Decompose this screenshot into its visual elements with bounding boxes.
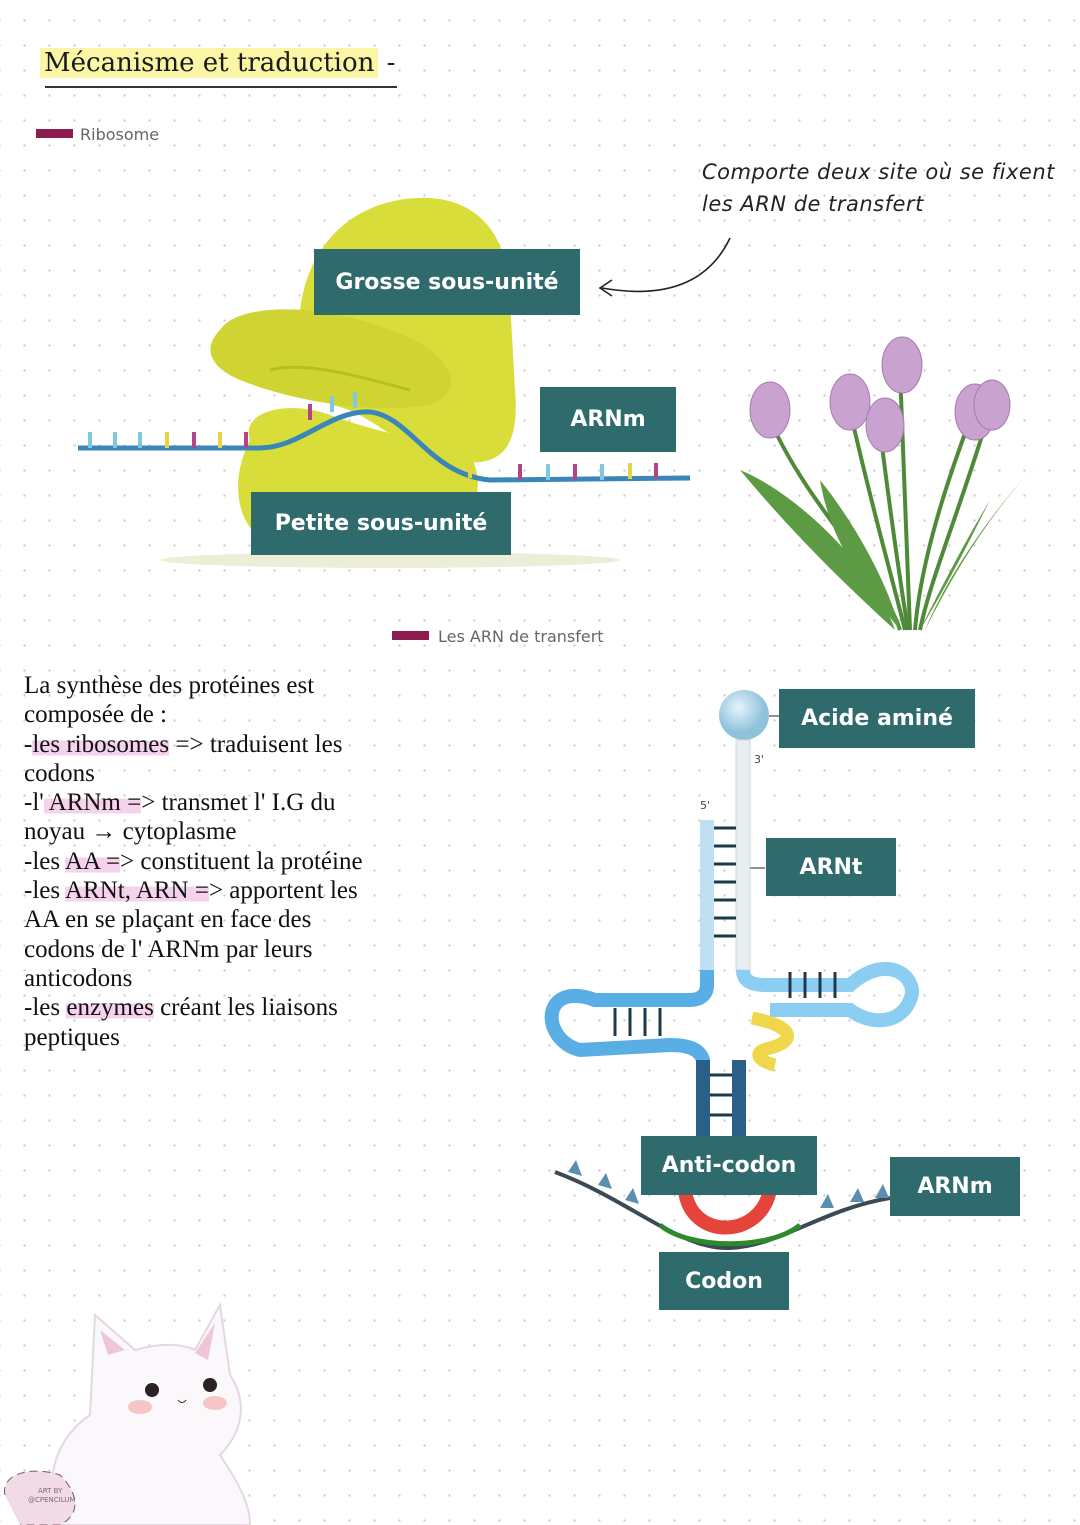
arrow-icon: [598, 237, 731, 297]
text: > constituent la protéine: [120, 847, 363, 875]
text-line: -les AA => constituent la protéine: [24, 847, 363, 876]
legend-ribosome: Ribosome: [80, 125, 160, 144]
highlight: les ribosomes: [32, 730, 170, 758]
legend-swatch: [392, 631, 429, 640]
text: -les: [24, 877, 65, 905]
label-amino-acid: Acide aminé: [779, 689, 975, 748]
page-title: Mécanisme et traduction -: [40, 48, 395, 78]
text-line: anticodons: [24, 964, 133, 992]
text: -l': [24, 789, 44, 817]
text-line: La synthèse des protéines est: [24, 672, 315, 699]
label-trna-mrna: ARNm: [890, 1157, 1020, 1216]
text: > apportent les: [208, 877, 358, 905]
title-underline: [45, 86, 397, 88]
tulips-image: [740, 336, 1050, 631]
text-line: peptiques: [24, 1023, 120, 1051]
highlight: ARNm =: [43, 789, 142, 817]
watermark-line2: @CPENCILUM: [28, 1496, 75, 1504]
label-codon: Codon: [659, 1252, 789, 1310]
label-small-subunit: Petite sous-unité: [251, 492, 511, 555]
text: > transmet l' I.G du: [141, 789, 336, 817]
text-line: -les ARNt, ARN => apportent les: [24, 876, 363, 905]
label-mrna: ARNm: [540, 387, 676, 452]
cat-illustration: ART BY @CPENCILUM: [4, 1301, 252, 1525]
text: -les: [24, 847, 65, 875]
text: => traduisent les: [169, 730, 343, 758]
text-line: codons de l' ARNm par leurs: [24, 935, 313, 963]
text: -: [24, 730, 33, 758]
highlight: AA =: [64, 847, 121, 875]
label-3-prime: 3': [754, 753, 765, 766]
text-line: noyau → cytoplasme: [24, 818, 237, 846]
text: -les: [24, 994, 67, 1022]
text-line: composée de :: [24, 701, 168, 729]
handwritten-note: Comporte deux site où se fixent les ARN …: [702, 156, 1055, 220]
trna-diagram: [544, 690, 919, 1251]
text-line: AA en se plaçant en face des: [24, 906, 312, 934]
legend-trna: Les ARN de transfert: [438, 627, 604, 646]
note-line: Comporte deux site où se fixent: [702, 160, 1055, 184]
text-line: -l' ARNm => transmet l' I.G du: [24, 788, 363, 817]
legend-swatch: [36, 129, 73, 138]
label-large-subunit: Grosse sous-unité: [314, 249, 580, 315]
label-5-prime: 5': [700, 799, 711, 812]
text-line: codons: [24, 759, 95, 787]
watermark-line1: ART BY: [38, 1487, 63, 1495]
text-line: -les enzymes créant les liaisons: [24, 993, 363, 1022]
title-text: Mécanisme et traduction: [40, 48, 379, 78]
highlight: enzymes: [66, 994, 154, 1022]
note-line: les ARN de transfert: [702, 192, 924, 216]
notes-paragraph: La synthèse des protéines est composée d…: [24, 671, 363, 1052]
text: créant les liaisons: [153, 994, 338, 1022]
highlight: ARNt, ARN =: [64, 877, 209, 905]
label-trna: ARNt: [766, 838, 896, 896]
title-dash: -: [386, 48, 396, 78]
label-anticodon: Anti-codon: [641, 1136, 817, 1195]
text-line: -les ribosomes => traduisent les: [24, 730, 363, 759]
